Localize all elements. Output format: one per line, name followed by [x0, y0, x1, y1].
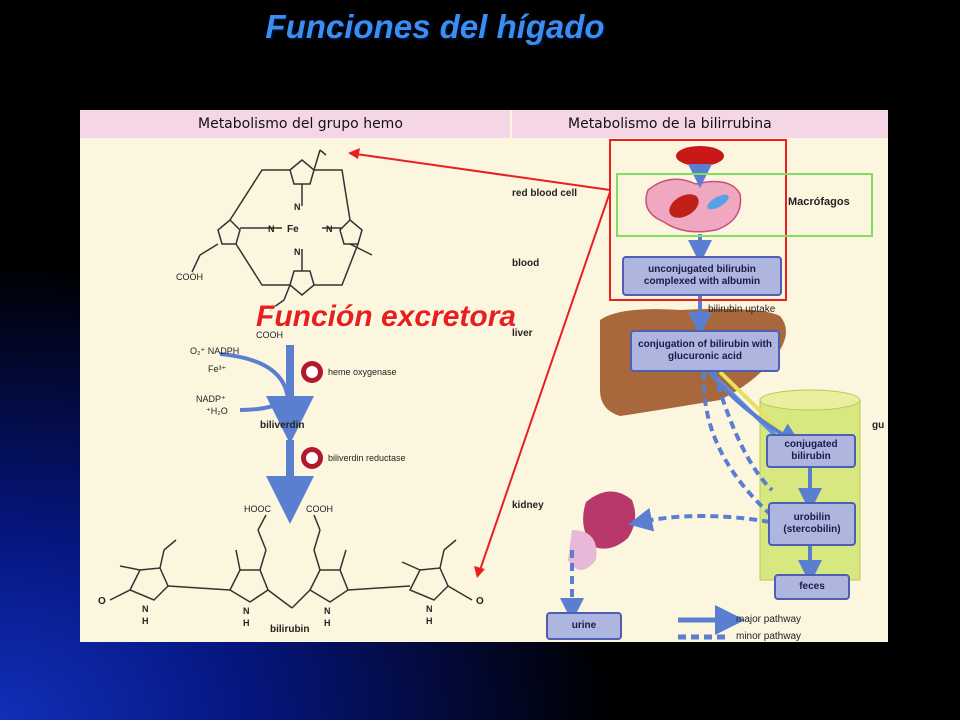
heme-n-left: N — [268, 224, 275, 234]
diagram-graphics: N N N N Fe COOH — [98, 139, 873, 640]
macrophages-label: Macrófagos — [788, 196, 850, 208]
heme-vesicle-icon — [707, 194, 729, 210]
red-arrow-to-bilirubin — [479, 191, 611, 571]
right-header-bar — [512, 110, 888, 138]
svg-text:H: H — [426, 616, 433, 626]
box-conjugated: conjugated bilirubin — [766, 434, 856, 468]
svg-text:H: H — [243, 618, 250, 628]
heme-n-bottom: N — [294, 247, 301, 257]
legend-minor-label: minor pathway — [736, 631, 802, 642]
svg-text:N: N — [142, 604, 149, 614]
row-label-liver: liver — [512, 328, 533, 339]
biliverdin-reductase-label: biliverdin reductase — [328, 453, 406, 463]
bilirubin-structure — [109, 514, 473, 609]
row-label-blood: blood — [512, 258, 540, 269]
row-label-gut: gu — [872, 420, 885, 431]
right-header: Metabolismo de la bilirrubina — [568, 116, 772, 132]
heme-structure — [191, 149, 373, 311]
diagram-panel: Metabolismo del grupo hemo Metabolismo d… — [80, 110, 888, 642]
bilirubin-uptake-label: bilirubin uptake — [708, 304, 776, 315]
svg-text:N: N — [243, 606, 250, 616]
left-header-bar — [80, 110, 510, 138]
reaction-outputs: NADP⁺ — [196, 394, 226, 404]
red-arrow-to-heme — [355, 153, 611, 191]
heme-oxygenase-label: heme oxygenase — [328, 367, 397, 377]
red-highlight-frame — [609, 139, 787, 301]
svg-text:N: N — [324, 606, 331, 616]
svg-text:H: H — [324, 618, 331, 628]
arrow-o2-in — [219, 352, 290, 401]
bilirubin-label: bilirubin — [270, 624, 310, 635]
svg-text:H: H — [142, 616, 149, 626]
box-urobilin: urobilin (stercobilin) — [768, 502, 856, 546]
row-label-kidney: kidney — [512, 500, 544, 511]
engulfed-rbc-icon — [669, 194, 699, 218]
box-feces: feces — [774, 574, 850, 600]
bilirubin-o-right: O — [476, 596, 484, 607]
heme-cooh: COOH — [176, 272, 203, 282]
box-conjugation: conjugation of bilirubin with glucuronic… — [630, 330, 780, 372]
reaction-inputs: O₂⁺ NADPH — [190, 346, 240, 356]
excretory-function-label: Función excretora — [256, 300, 517, 333]
slide-title: Funciones del hígado — [265, 8, 605, 45]
svg-text:N: N — [426, 604, 433, 614]
bilirubin-o-left: O — [98, 596, 106, 607]
heme-n-right: N — [326, 224, 333, 234]
heme-n-top: N — [294, 202, 301, 212]
left-header: Metabolismo del grupo hemo — [198, 116, 403, 132]
biliverdin-label: biliverdin — [260, 420, 305, 431]
box-urine: urine — [546, 612, 622, 640]
green-macrophage-frame — [616, 173, 873, 237]
biliverdin-cooh: COOH — [256, 330, 283, 340]
arrow-nadp-out — [239, 398, 289, 412]
bilirubin-hooc: HOOC — [244, 504, 271, 514]
kidney-icon — [583, 491, 636, 549]
red-blood-cell-icon — [676, 146, 724, 166]
box-unconjugated: unconjugated bilirubin complexed with al… — [622, 256, 782, 296]
legend-major-label: major pathway — [736, 614, 802, 625]
reaction-water: ⁺H₂O — [206, 406, 228, 416]
bilirubin-cooh: COOH — [306, 504, 333, 514]
heme-fe: Fe — [287, 224, 299, 235]
row-label-rbc: red blood cell — [512, 188, 578, 199]
reaction-fe: Fe³⁺ — [208, 364, 227, 374]
